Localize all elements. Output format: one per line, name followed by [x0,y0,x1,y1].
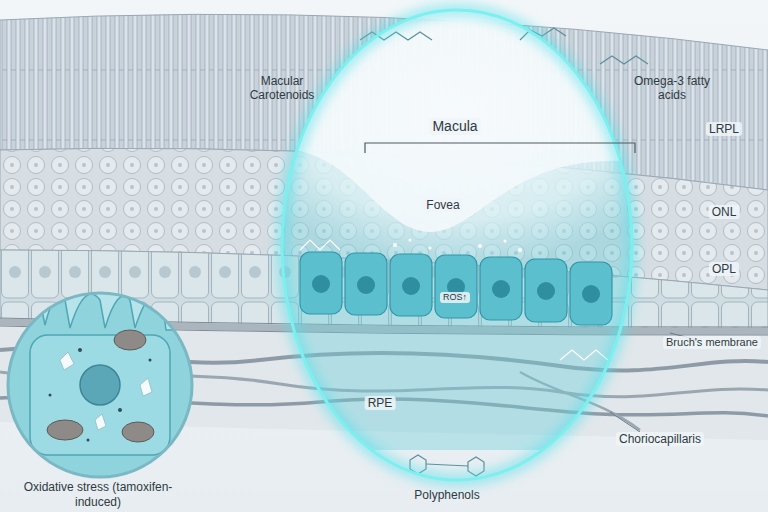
nutrient-label: Polyphenols [414,488,479,502]
inset-caption: Oxidative stress (tamoxifen-induced) [23,480,173,509]
layer-label: OPL [709,262,739,276]
layer-label: Choriocapillaris [616,432,704,446]
nutrient-label: Omega-3 fatty acids [632,74,712,103]
layer-label: RPE [365,396,396,410]
nutrient-label: Macular Carotenoids [237,74,327,103]
layer-label: LRPL [706,122,742,136]
marker-label: ROS↑ [440,292,470,303]
layer-label: ONL [709,205,740,219]
region-label: Fovea [423,198,462,212]
region-label: Macula [429,118,480,135]
layer-label: Bruch's membrane [663,336,761,349]
